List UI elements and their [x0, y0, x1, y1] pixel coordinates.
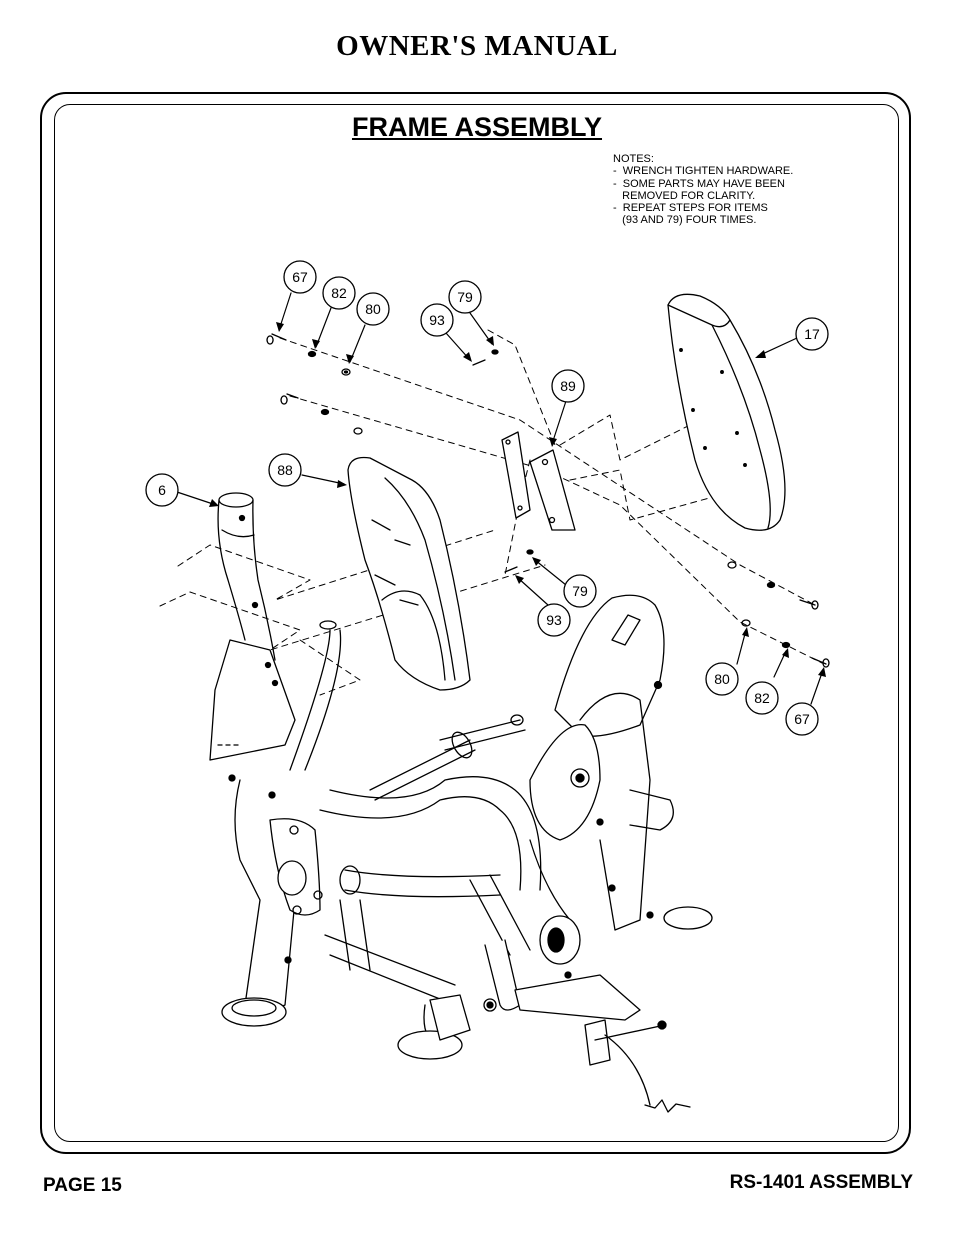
assembly-line: [559, 414, 701, 461]
callout-82-upper: [322, 276, 356, 310]
callout-label: 89: [560, 378, 576, 394]
assembly-line: [299, 639, 361, 696]
callout-93-lower: [537, 603, 571, 637]
manual-title: OWNER'S MANUAL: [336, 30, 618, 62]
page-number: PAGE 15: [43, 1175, 122, 1196]
callout-label: 93: [429, 312, 445, 328]
notes-heading: NOTES:: [613, 153, 654, 165]
callout-93-upper: [420, 303, 454, 337]
notes-line: - WRENCH TIGHTEN HARDWARE.: [613, 165, 794, 178]
assembly-line: [487, 329, 556, 446]
assembly-line: [504, 459, 531, 576]
callout-label: 79: [572, 583, 588, 599]
callout-label: 82: [331, 285, 347, 301]
callout-88: [268, 453, 302, 487]
doc-title: RS-1401 ASSEMBLY: [729, 1172, 913, 1193]
tube-6: [209, 492, 296, 761]
notes-line: (93 AND 79) FOUR TIMES.: [613, 214, 757, 227]
callout-67-upper: [283, 260, 317, 294]
assembly-line: [289, 395, 823, 664]
callout-79-lower: [563, 574, 597, 608]
callout-label: 79: [457, 289, 473, 305]
arrow-heads: [209, 322, 826, 677]
notes-block: NOTES: - WRENCH TIGHTEN HARDWARE. - SOME…: [613, 153, 793, 227]
leader-93b: [517, 577, 549, 606]
callout-80-upper: [356, 292, 390, 326]
callout-89: [551, 369, 585, 403]
main-frame: [221, 620, 691, 1113]
callout-82-lower: [745, 681, 779, 715]
leader-6: [176, 491, 217, 506]
back-pad-17: [667, 293, 786, 531]
notes-line: - SOME PARTS MAY HAVE BEEN: [613, 177, 785, 190]
frame-nuts: [228, 774, 654, 979]
callout-6: [145, 473, 179, 507]
callout-label: 93: [546, 612, 562, 628]
assembly-line: [159, 564, 546, 651]
callout-label: 80: [365, 301, 381, 317]
bracket-89: [501, 431, 576, 531]
hardware-group-upper: [266, 333, 499, 435]
arm-pad: [529, 594, 713, 965]
callout-label: 80: [714, 671, 730, 687]
assembly-line: [177, 529, 496, 601]
callout-label: 88: [277, 462, 293, 478]
section-title: FRAME ASSEMBLY: [351, 112, 603, 142]
callout-17: [795, 317, 829, 351]
callout-label: 67: [292, 269, 308, 285]
assembly-line: [569, 469, 721, 521]
notes-line: REMOVED FOR CLARITY.: [613, 189, 756, 202]
hardware-group-right: [504, 549, 830, 668]
callout-label: 17: [804, 326, 820, 342]
assembly-line: [279, 337, 816, 606]
notes-line: - REPEAT STEPS FOR ITEMS: [613, 202, 768, 215]
callout-label: 6: [158, 482, 166, 498]
leader-88: [301, 474, 345, 485]
callout-label: 67: [794, 711, 810, 727]
inner-frame: [54, 104, 899, 1142]
leader-89: [551, 400, 567, 445]
leader-82a: [315, 307, 332, 348]
callout-79-upper: [448, 280, 482, 314]
callout-label: 82: [754, 690, 770, 706]
seat-pad-88: [347, 456, 471, 691]
callout-80-lower: [705, 662, 739, 696]
callout-67-lower: [785, 702, 819, 736]
leader-79b: [534, 559, 567, 586]
outer-frame: [40, 92, 911, 1154]
